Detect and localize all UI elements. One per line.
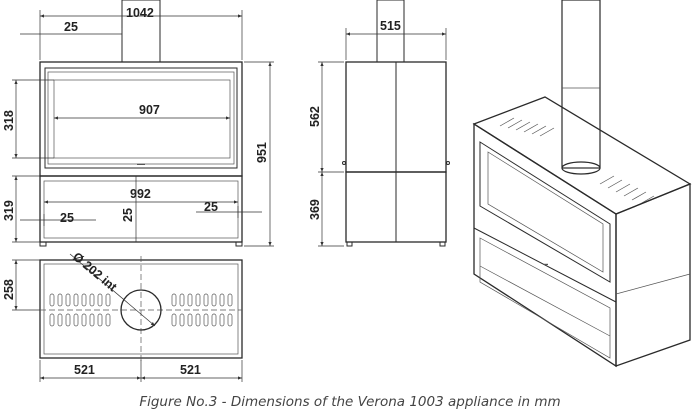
front-glass <box>53 79 231 159</box>
iso-glass-frame <box>479 141 611 283</box>
front-glass-frame <box>44 67 238 169</box>
dim-total-height: 951 <box>255 142 269 163</box>
top-view: Ø 202 int 258 521 521 <box>2 250 243 382</box>
dim-base-inset: 25 <box>121 208 135 222</box>
dim-top-half-left: 521 <box>74 363 95 377</box>
top-flue-circle <box>120 289 162 331</box>
dim-base-side-left: 25 <box>60 211 74 225</box>
dim-overall-width: 1042 <box>126 6 154 20</box>
front-logo-mark: ▬▬ <box>137 161 145 166</box>
dim-top-half-right: 521 <box>180 363 201 377</box>
dim-flue-diameter: Ø 202 int <box>70 250 120 295</box>
dim-base-width: 992 <box>130 187 151 201</box>
isometric-view: ▬ <box>472 0 692 368</box>
svg-text:▬: ▬ <box>544 261 548 266</box>
front-base <box>39 175 243 243</box>
iso-flue-pipe <box>561 0 601 169</box>
dim-left-offset: 25 <box>64 20 78 34</box>
iso-front-face <box>473 122 617 368</box>
dim-glass-width: 907 <box>139 103 160 117</box>
figure-caption: Figure No.3 - Dimensions of the Verona 1… <box>139 394 561 410</box>
front-view: ▬▬ 1042 25 318 907 951 319 <box>2 0 274 247</box>
iso-base-opening <box>479 237 611 359</box>
top-vent-slots-left <box>49 293 111 327</box>
front-upper-body <box>39 61 243 177</box>
dim-base-side-right: 25 <box>204 200 218 214</box>
dim-base-height: 319 <box>2 200 16 221</box>
top-vent-slots-right <box>171 293 233 327</box>
dim-side-depth: 515 <box>380 19 401 33</box>
dim-top-depth: 258 <box>2 279 16 300</box>
dim-glass-height: 318 <box>2 110 16 131</box>
iso-side-face <box>615 183 691 367</box>
dim-side-upper-height: 562 <box>308 106 322 127</box>
iso-glass <box>487 151 604 273</box>
side-view: 515 562 369 <box>308 0 450 247</box>
dim-side-lower-height: 369 <box>308 199 322 220</box>
